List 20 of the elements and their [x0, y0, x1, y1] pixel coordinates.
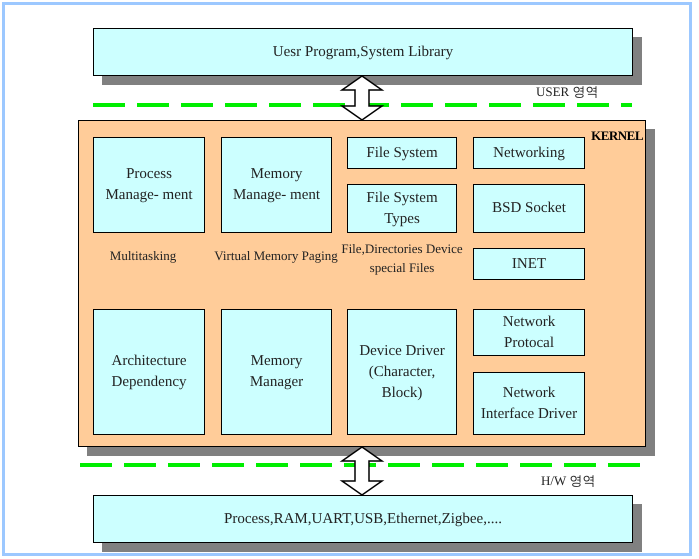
module-box: Device Driver (Character, Block)	[347, 309, 457, 435]
module-box: Network Interface Driver	[473, 372, 585, 435]
caption-text: Multitasking	[108, 247, 178, 265]
module-box: File System Types	[347, 184, 457, 233]
double-arrow	[340, 75, 384, 121]
kernel-title: KERNEL	[591, 127, 643, 145]
caption-text: Virtual Memory Paging	[213, 247, 339, 265]
module-box: Architecture Dependency	[93, 309, 205, 435]
double-arrow	[340, 446, 384, 496]
module-box: Process Manage- ment	[93, 137, 205, 233]
module-box: BSD Socket	[473, 184, 585, 233]
region-label: H/W 영역	[541, 472, 596, 490]
module-box: Memory Manager	[221, 309, 332, 435]
caption-text: File,Directories Device special Files	[340, 240, 464, 277]
module-box: Memory Manage- ment	[221, 137, 332, 233]
module-box: File System	[347, 137, 457, 169]
module-box: Networking	[473, 137, 585, 169]
region-label: USER 영역	[536, 83, 598, 101]
module-box: INET	[473, 248, 585, 280]
module-box: Network Protocal	[473, 309, 585, 356]
